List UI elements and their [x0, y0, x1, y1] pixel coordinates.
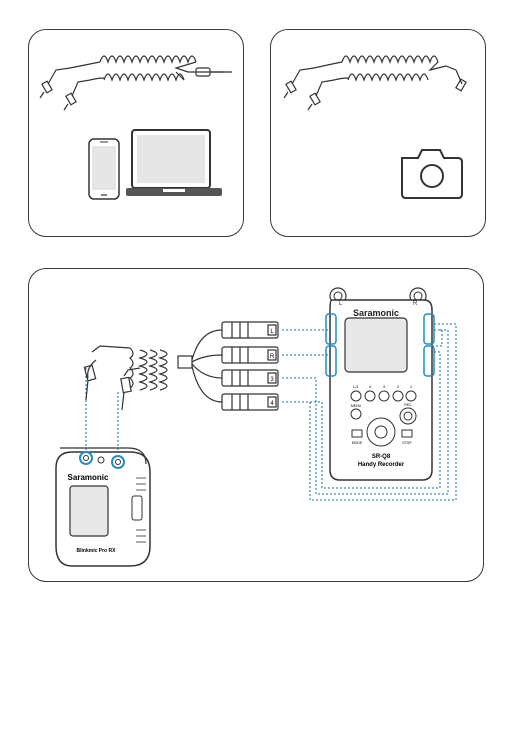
recorder-track-label-1: L/1: [353, 384, 359, 389]
recorder-brand: Saramonic: [353, 308, 399, 318]
recorder-model: SR-Q8: [372, 454, 391, 460]
recorder-rec-label: REC: [404, 403, 412, 407]
receiver-brand: Saramonic: [68, 473, 109, 482]
xlr-jacks: [222, 322, 278, 410]
xlr-breakout-cable-icon: [84, 330, 222, 410]
recorder-screen: [345, 318, 407, 372]
recorder-mode-label: MODE: [352, 441, 363, 445]
recorder-subtitle: Handy Recorder: [358, 462, 405, 468]
recorder-menu-label: MENU: [351, 404, 362, 408]
receiver-screen: [70, 486, 108, 536]
recorder-right-channel: R: [413, 301, 418, 307]
xlr-jack-label-2: R: [270, 354, 275, 360]
recorder-stop-label: STOP: [402, 441, 412, 445]
receiver-model: Blinkmic Pro RX: [77, 548, 117, 554]
